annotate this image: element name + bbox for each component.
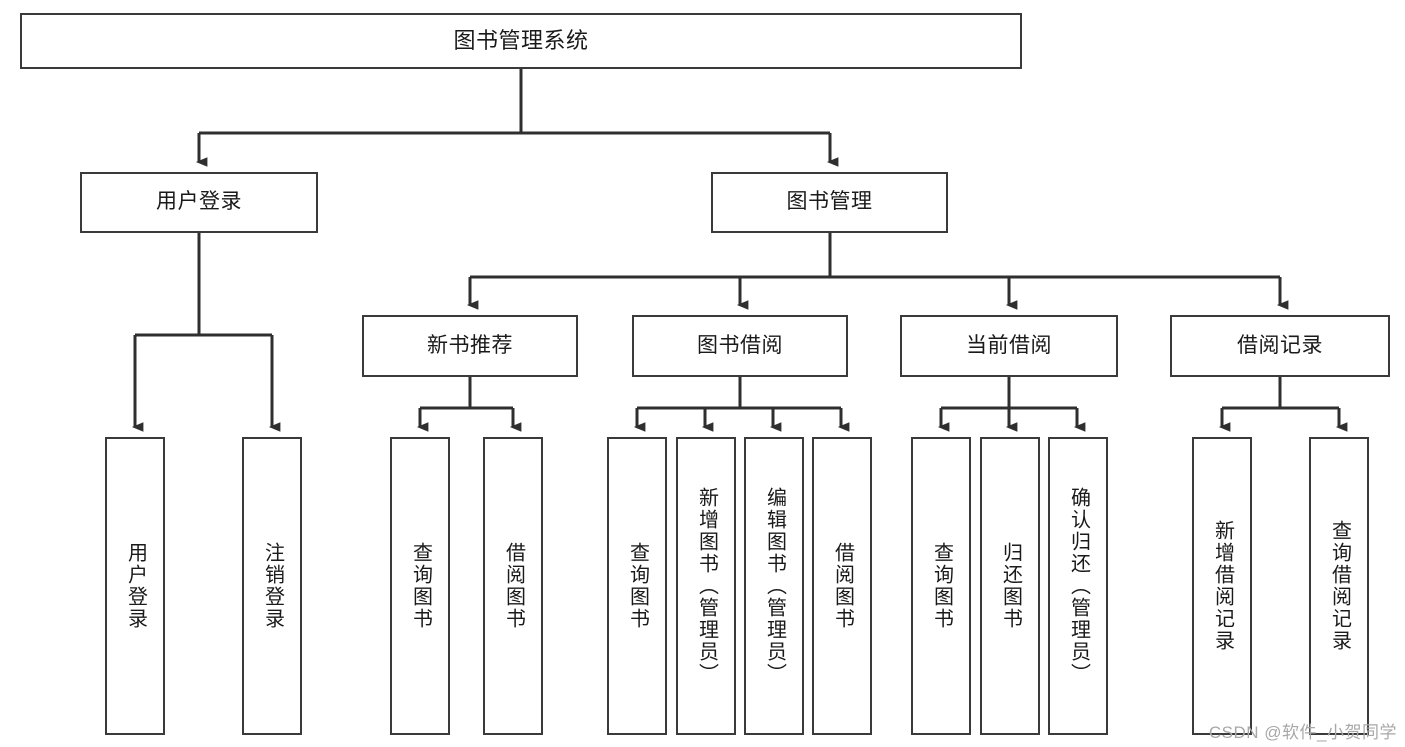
leaf-book-borrow-add[interactable]: 新增图书（管理员） [676,437,736,735]
node-label: 借阅记录 [1237,333,1323,357]
leaf-current-borrow-confirm-return[interactable]: 确认归还（管理员） [1048,437,1108,735]
leaf-current-borrow-return[interactable]: 归还图书 [980,437,1040,735]
node-root-book-management-system[interactable]: 图书管理系统 [20,13,1022,69]
node-label: 确认归还（管理员） [1067,487,1090,685]
node-label: 查询借阅记录 [1328,520,1351,652]
node-label: 新增借阅记录 [1211,520,1234,652]
node-new-book-recommend[interactable]: 新书推荐 [362,315,578,377]
node-label: 查询图书 [930,542,953,630]
node-borrow-record[interactable]: 借阅记录 [1170,315,1390,377]
csdn-watermark: CSDN @软件_小贺同学 [1208,723,1397,742]
node-current-borrow[interactable]: 当前借阅 [900,315,1118,377]
leaf-new-book-borrow[interactable]: 借阅图书 [483,437,543,735]
node-book-borrow[interactable]: 图书借阅 [632,315,848,377]
node-label: 注销登录 [261,542,284,630]
node-label: 用户登录 [156,190,242,214]
node-label: 借阅图书 [831,542,854,630]
leaf-book-borrow-edit[interactable]: 编辑图书（管理员） [744,437,804,735]
node-book-management[interactable]: 图书管理 [711,172,948,233]
node-label: 编辑图书（管理员） [763,487,786,685]
leaf-user-login-signout[interactable]: 注销登录 [242,437,302,735]
node-label: 图书管理系统 [453,28,589,54]
node-user-login[interactable]: 用户登录 [80,172,318,233]
node-label: 查询图书 [626,542,649,630]
leaf-new-book-query[interactable]: 查询图书 [390,437,450,735]
leaf-book-borrow-borrow[interactable]: 借阅图书 [812,437,872,735]
leaf-user-login-signin[interactable]: 用户登录 [105,437,165,735]
node-label: 图书管理 [786,190,873,214]
node-label: 新书推荐 [427,333,513,357]
leaf-borrow-record-query[interactable]: 查询借阅记录 [1309,437,1369,735]
leaf-book-borrow-query[interactable]: 查询图书 [607,437,667,735]
node-label: 用户登录 [124,542,147,630]
node-label: 查询图书 [409,542,432,630]
node-label: 归还图书 [999,542,1022,630]
node-label: 当前借阅 [966,333,1052,357]
node-label: 借阅图书 [502,542,525,630]
leaf-borrow-record-add[interactable]: 新增借阅记录 [1192,437,1252,735]
node-label: 图书借阅 [697,333,783,357]
node-label: 新增图书（管理员） [695,487,718,685]
leaf-current-borrow-query[interactable]: 查询图书 [911,437,971,735]
